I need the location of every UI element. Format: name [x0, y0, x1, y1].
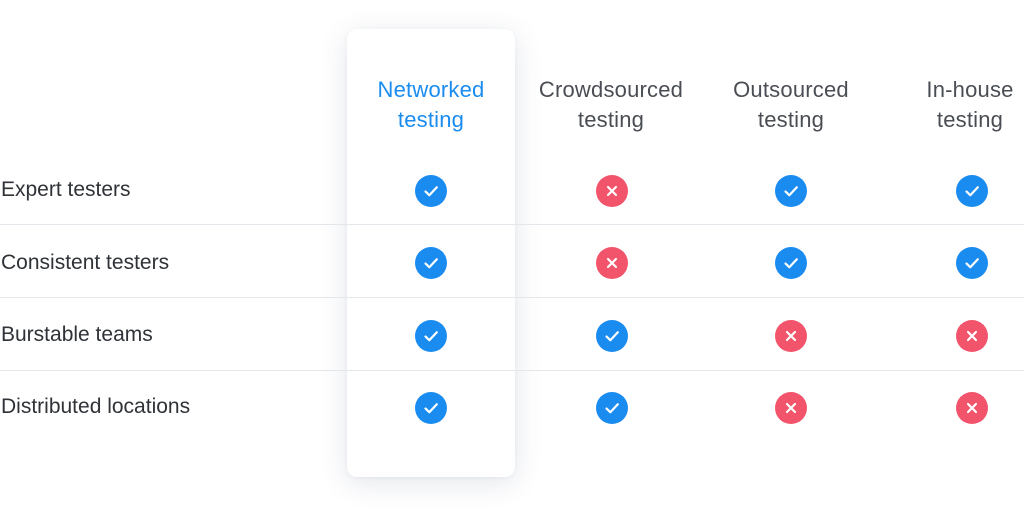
check-icon [415, 175, 447, 207]
check-icon [775, 247, 807, 279]
cross-icon [775, 392, 807, 424]
check-icon [956, 175, 988, 207]
check-icon [415, 247, 447, 279]
check-icon [596, 320, 628, 352]
row-label-burstable-teams: Burstable teams [1, 323, 153, 346]
cross-icon [596, 175, 628, 207]
check-icon [596, 392, 628, 424]
row-divider [0, 224, 1024, 225]
cross-icon [775, 320, 807, 352]
column-header-line2: testing [936, 107, 1004, 132]
row-label-consistent-testers: Consistent testers [1, 251, 170, 274]
cross-icon [956, 320, 988, 352]
column-header-line1: Networked [377, 77, 485, 102]
check-icon [956, 247, 988, 279]
column-header-inhouse: In-house testing [870, 75, 1024, 135]
column-header-line2: testing [577, 107, 645, 132]
column-header-crowdsourced: Crowdsourced testing [511, 75, 711, 135]
row-label-distributed-locations: Distributed locations [1, 395, 191, 418]
column-header-networked: Networked testing [331, 75, 531, 135]
check-icon [415, 392, 447, 424]
cross-icon [956, 392, 988, 424]
column-header-line1: In-house [926, 77, 1014, 102]
row-divider [0, 297, 1024, 298]
column-header-line1: Outsourced [733, 77, 849, 102]
column-header-line2: testing [397, 107, 465, 132]
row-label-expert-testers: Expert testers [1, 178, 131, 201]
column-header-line2: testing [757, 107, 825, 132]
check-icon [415, 320, 447, 352]
check-icon [775, 175, 807, 207]
row-divider [0, 370, 1024, 371]
cross-icon [596, 247, 628, 279]
column-header-line1: Crowdsourced [538, 77, 684, 102]
column-header-outsourced: Outsourced testing [691, 75, 891, 135]
